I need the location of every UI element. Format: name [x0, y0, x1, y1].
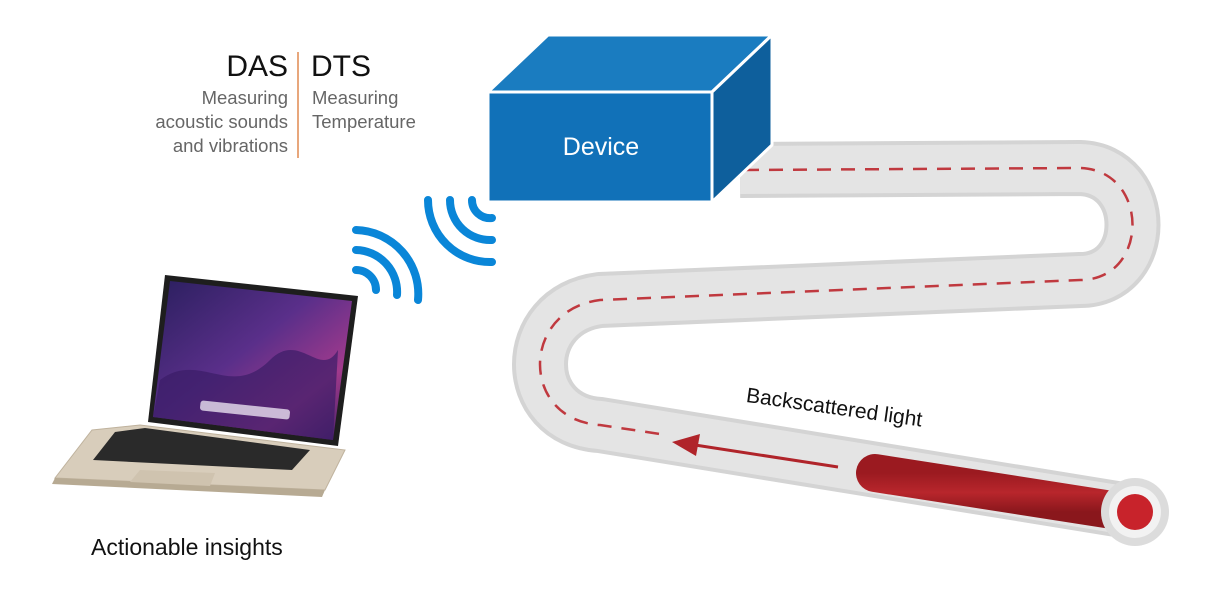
laptop-base-edge [52, 478, 325, 497]
fiber-end-core [1117, 494, 1153, 530]
arrow-left-icon [672, 434, 700, 456]
fiber-outer [516, 144, 1157, 536]
device-box [486, 33, 774, 204]
dts-title: DTS [311, 50, 371, 83]
fiber-cable [512, 140, 1169, 546]
laptop-dock [200, 400, 290, 420]
das-title: DAS [226, 50, 288, 83]
wireless-signal-icon [352, 226, 423, 304]
laptop-trackpad [130, 470, 215, 486]
fiber-core-dashed [538, 166, 1134, 436]
dts-description: Measuring Temperature [312, 87, 416, 132]
laptop-keyboard [93, 428, 310, 470]
wireless-signal-icon [424, 196, 496, 267]
device-label: Device [562, 133, 640, 161]
fiber-core-lit [856, 454, 1144, 531]
das-description: Measuring acoustic sounds and vibrations [155, 87, 288, 156]
laptop-wallpaper [153, 350, 338, 440]
divider [297, 52, 299, 158]
backscatter-arrow-shaft [694, 443, 839, 469]
laptop-icon [52, 275, 358, 497]
device-front-face [486, 90, 714, 204]
laptop-caption: Actionable insights [91, 534, 283, 560]
